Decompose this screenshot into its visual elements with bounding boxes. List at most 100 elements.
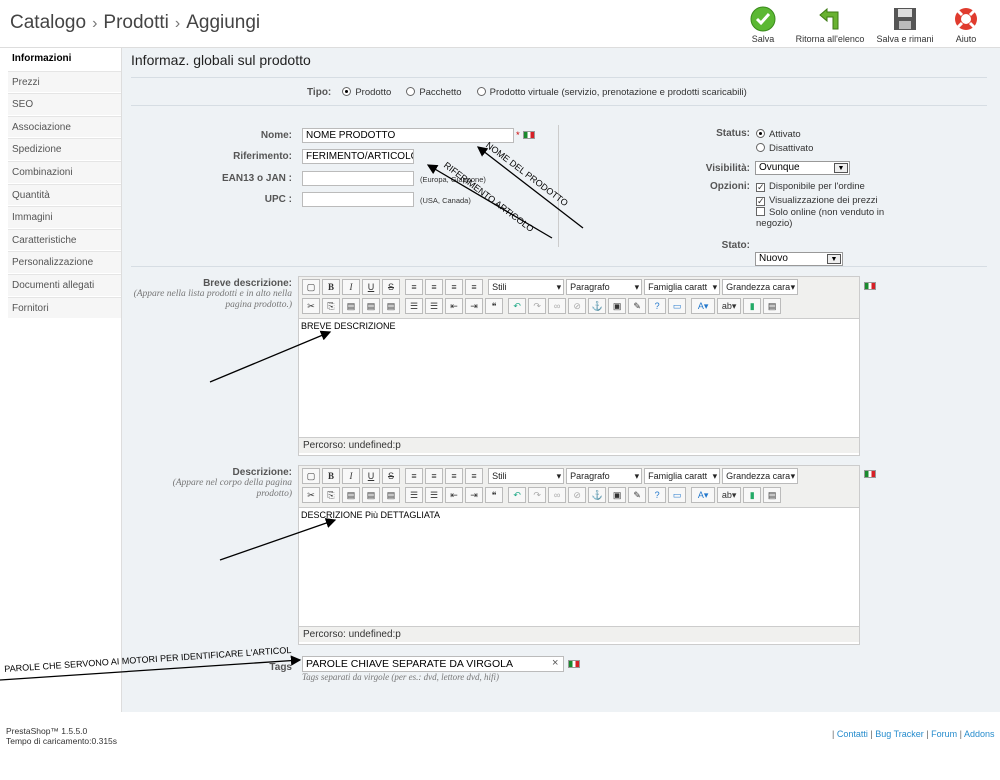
- help-icon[interactable]: ?: [648, 298, 667, 314]
- redo-icon[interactable]: ↷: [528, 298, 547, 314]
- anchor-icon[interactable]: ⚓: [588, 298, 607, 314]
- sidebar-item-combinazioni[interactable]: Combinazioni: [8, 160, 121, 184]
- sidebar-item-seo[interactable]: SEO: [8, 93, 121, 116]
- italic-icon[interactable]: I: [342, 279, 360, 295]
- outdent-icon[interactable]: ⇤: [445, 487, 464, 503]
- opzione-online-checkbox[interactable]: [756, 207, 765, 216]
- sidebar-item-associazione[interactable]: Associazione: [8, 115, 121, 139]
- quote-icon[interactable]: ❝: [485, 298, 504, 314]
- image-icon[interactable]: ▣: [608, 298, 627, 314]
- bg-color-icon[interactable]: ab▾: [717, 487, 742, 503]
- italy-flag-icon[interactable]: [568, 660, 580, 669]
- breadcrumb-prodotti[interactable]: Prodotti: [103, 12, 169, 33]
- stili-select[interactable]: Stili: [488, 468, 565, 484]
- breadcrumb-catalogo[interactable]: Catalogo: [10, 12, 87, 33]
- grandezza-select[interactable]: Grandezza cara: [722, 468, 799, 484]
- justify-icon[interactable]: ≡: [465, 279, 484, 295]
- footer-link-bugtracker[interactable]: Bug Tracker: [875, 729, 924, 739]
- sidebar-item-spedizione[interactable]: Spedizione: [8, 138, 121, 161]
- html-icon[interactable]: ▭: [668, 487, 687, 503]
- sidebar-item-caratteristiche[interactable]: Caratteristiche: [8, 228, 121, 252]
- paste-word-icon[interactable]: ▤: [382, 487, 400, 503]
- cleanup-icon[interactable]: ✎: [628, 298, 647, 314]
- indent-icon[interactable]: ⇥: [465, 487, 484, 503]
- link-icon[interactable]: ∞: [548, 487, 567, 503]
- bullet-list-icon[interactable]: ☰: [405, 298, 424, 314]
- link-icon[interactable]: ∞: [548, 298, 567, 314]
- align-left-icon[interactable]: ≡: [405, 279, 424, 295]
- align-right-icon[interactable]: ≡: [445, 279, 464, 295]
- redo-icon[interactable]: ↷: [528, 487, 547, 503]
- italy-flag-icon[interactable]: [864, 470, 876, 479]
- paragrafo-select[interactable]: Paragrafo: [566, 468, 643, 484]
- bold-icon[interactable]: B: [322, 468, 340, 484]
- undo-icon[interactable]: ↶: [508, 487, 527, 503]
- sidebar-item-fornitori[interactable]: Fornitori: [8, 296, 121, 320]
- paste-word-icon[interactable]: ▤: [382, 298, 400, 314]
- footer-link-contatti[interactable]: Contatti: [836, 729, 868, 739]
- template-icon[interactable]: ▤: [763, 487, 782, 503]
- sidebar-item-informazioni[interactable]: Informazioni: [8, 48, 121, 71]
- footer-link-forum[interactable]: Forum: [931, 729, 958, 739]
- sidebar-item-personalizzazione[interactable]: Personalizzazione: [8, 251, 121, 274]
- riferimento-input[interactable]: FERIMENTO/ARTICOLO: [302, 149, 414, 164]
- undo-icon[interactable]: ↶: [508, 298, 527, 314]
- align-center-icon[interactable]: ≡: [425, 468, 444, 484]
- align-left-icon[interactable]: ≡: [405, 468, 424, 484]
- anchor-icon[interactable]: ⚓: [588, 487, 607, 503]
- visibilita-select[interactable]: Ovunque▼: [755, 161, 850, 175]
- cleanup-icon[interactable]: ✎: [628, 487, 647, 503]
- paste-icon[interactable]: ▤: [342, 298, 360, 314]
- nome-input[interactable]: NOME PRODOTTO: [302, 128, 514, 143]
- number-list-icon[interactable]: ☰: [425, 487, 444, 503]
- template-icon[interactable]: ▤: [763, 298, 782, 314]
- stato-select[interactable]: Nuovo▼: [755, 252, 843, 266]
- paragrafo-select[interactable]: Paragrafo: [566, 279, 643, 295]
- save-button[interactable]: Salva: [718, 6, 808, 44]
- cut-icon[interactable]: ✂: [302, 487, 320, 503]
- underline-icon[interactable]: U: [362, 468, 380, 484]
- tipo-virtuale-radio[interactable]: [476, 87, 486, 96]
- famiglia-select[interactable]: Famiglia caratt: [644, 279, 721, 295]
- clear-icon[interactable]: ×: [552, 657, 559, 669]
- copy-icon[interactable]: ⎘: [322, 298, 340, 314]
- grandezza-select[interactable]: Grandezza cara: [722, 279, 799, 295]
- html-icon[interactable]: ▭: [668, 298, 687, 314]
- number-list-icon[interactable]: ☰: [425, 298, 444, 314]
- new-doc-icon[interactable]: ▢: [302, 279, 320, 295]
- tipo-prodotto-radio[interactable]: [342, 87, 352, 96]
- media-icon[interactable]: ▮: [743, 298, 762, 314]
- tipo-pacchetto-radio[interactable]: [406, 87, 416, 96]
- unlink-icon[interactable]: ⊘: [568, 487, 587, 503]
- upc-input[interactable]: [302, 192, 414, 207]
- footer-link-addons[interactable]: Addons: [963, 729, 995, 739]
- italic-icon[interactable]: I: [342, 468, 360, 484]
- sidebar-item-prezzi[interactable]: Prezzi: [8, 70, 121, 94]
- quote-icon[interactable]: ❝: [485, 487, 504, 503]
- status-disattivato-radio[interactable]: [756, 143, 765, 152]
- tags-input[interactable]: PAROLE CHIAVE SEPARATE DA VIRGOLA: [302, 656, 564, 672]
- opzione-disponibile-checkbox[interactable]: ✓: [756, 182, 765, 192]
- unlink-icon[interactable]: ⊘: [568, 298, 587, 314]
- align-center-icon[interactable]: ≡: [425, 279, 444, 295]
- help-icon[interactable]: ?: [648, 487, 667, 503]
- descrizione-content[interactable]: DESCRIZIONE Più DETTAGLIATA: [301, 510, 441, 520]
- bold-icon[interactable]: B: [322, 279, 340, 295]
- famiglia-select[interactable]: Famiglia caratt: [644, 468, 721, 484]
- indent-icon[interactable]: ⇥: [465, 298, 484, 314]
- paste-icon[interactable]: ▤: [342, 487, 360, 503]
- paste-text-icon[interactable]: ▤: [362, 487, 380, 503]
- back-to-list-button[interactable]: Ritorna all'elenco: [785, 6, 875, 44]
- bg-color-icon[interactable]: ab▾: [717, 298, 742, 314]
- save-and-stay-button[interactable]: Salva e rimani: [860, 6, 950, 44]
- justify-icon[interactable]: ≡: [465, 468, 484, 484]
- copy-icon[interactable]: ⎘: [322, 487, 340, 503]
- stili-select[interactable]: Stili: [488, 279, 565, 295]
- sidebar-item-quantita[interactable]: Quantità: [8, 183, 121, 207]
- breve-content[interactable]: BREVE DESCRIZIONE: [301, 321, 396, 331]
- help-button[interactable]: Aiuto: [921, 6, 1000, 44]
- italy-flag-icon[interactable]: [522, 131, 535, 140]
- italy-flag-icon[interactable]: [864, 282, 876, 291]
- opzione-prezzi-checkbox[interactable]: ✓: [756, 195, 765, 206]
- sidebar-item-immagini[interactable]: Immagini: [8, 206, 121, 229]
